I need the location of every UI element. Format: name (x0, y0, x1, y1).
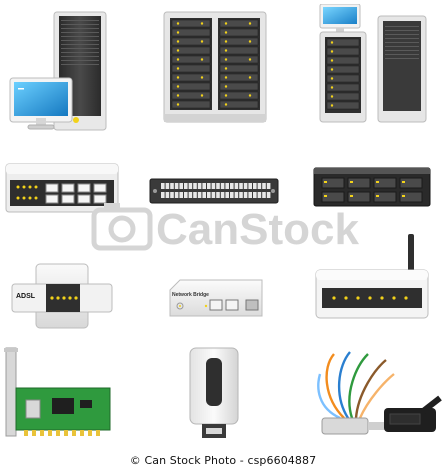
footer: © Can Stock Photo - csp6604887 (0, 452, 446, 470)
network-bridge-icon: Network Bridge (166, 276, 266, 324)
network-switch-icon (4, 160, 120, 216)
workstation-icon (8, 8, 128, 133)
watermark-text: CanStock (156, 205, 359, 254)
camera-icon (91, 207, 153, 251)
rack-units (171, 19, 259, 109)
watermark: CanStock (90, 198, 360, 254)
storage-server-icon (312, 164, 432, 210)
adsl-label: ADSL (16, 293, 36, 300)
network-card-icon (2, 346, 114, 440)
copyright-text: © Can Stock Photo - csp6604887 (129, 454, 317, 467)
network-cable-icon (314, 348, 444, 442)
adsl-modem-icon: ADSL (10, 262, 114, 330)
wireless-router-icon (312, 232, 432, 324)
server-pair-icon (318, 4, 430, 124)
rack-server-icon (160, 10, 270, 125)
usb-modem-icon (184, 344, 244, 442)
network-bridge-label: Network Bridge (172, 292, 209, 298)
patch-panel-icon (148, 176, 280, 206)
